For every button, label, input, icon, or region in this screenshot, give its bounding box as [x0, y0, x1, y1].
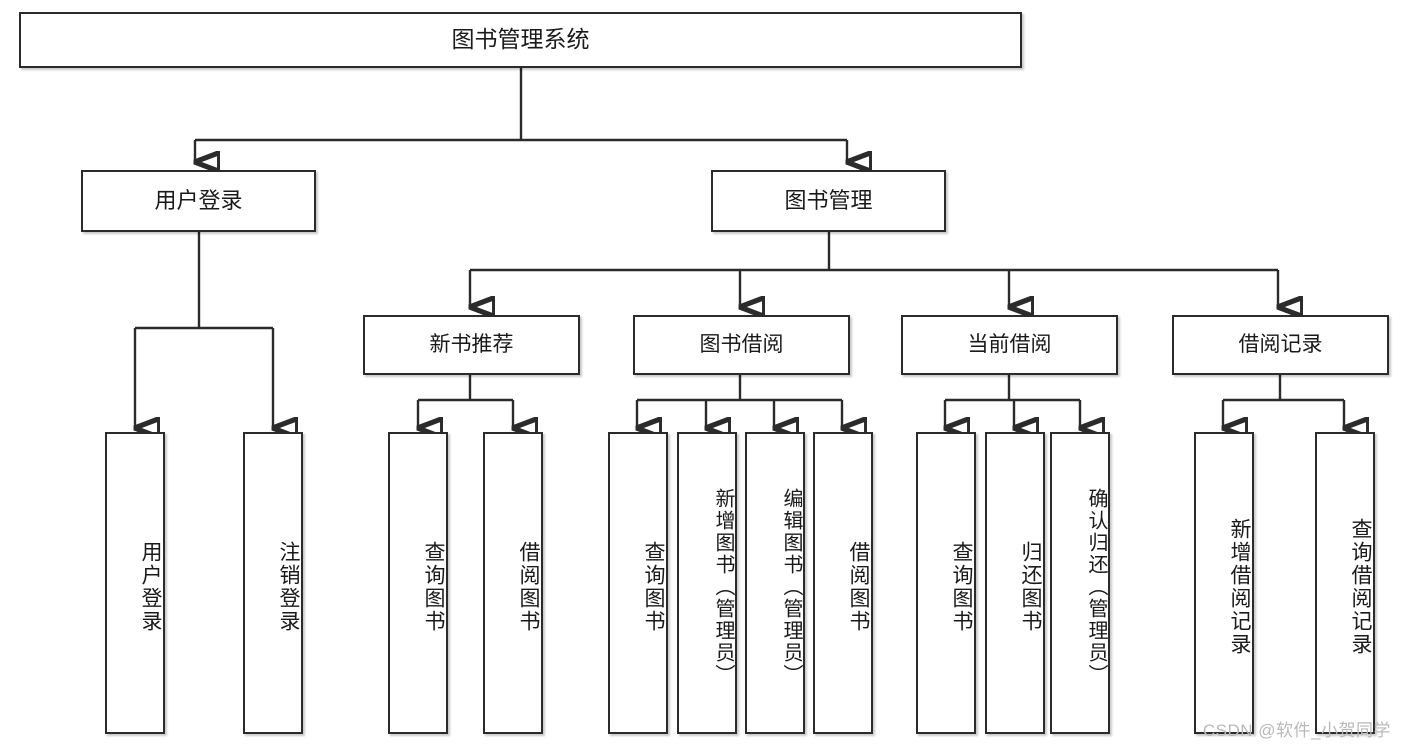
leaf-confirm-return-admin[interactable]: 确认归还（管理员） — [1050, 432, 1110, 734]
node-current-borrow[interactable]: 当前借阅 — [901, 315, 1118, 375]
leaf-add-book-admin[interactable]: 新增图书（管理员） — [677, 432, 737, 734]
node-book-borrow[interactable]: 图书借阅 — [633, 315, 850, 375]
leaf-query-book-current[interactable]: 查询图书 — [916, 432, 976, 734]
node-new-book-recommend[interactable]: 新书推荐 — [363, 315, 580, 375]
leaf-query-borrow-record[interactable]: 查询借阅记录 — [1315, 432, 1375, 734]
leaf-query-book-borrow[interactable]: 查询图书 — [608, 432, 668, 734]
leaf-return-book[interactable]: 归还图书 — [985, 432, 1045, 734]
leaf-edit-book-admin[interactable]: 编辑图书（管理员） — [745, 432, 805, 734]
node-root-system[interactable]: 图书管理系统 — [19, 12, 1022, 68]
leaf-logout-login[interactable]: 注销登录 — [243, 432, 303, 734]
node-borrow-record[interactable]: 借阅记录 — [1172, 315, 1389, 375]
leaf-user-login[interactable]: 用户登录 — [105, 432, 165, 734]
watermark-text: CSDN @软件_小贺同学 — [1202, 721, 1391, 740]
leaf-borrow-book-recommend[interactable]: 借阅图书 — [483, 432, 543, 734]
node-book-manage[interactable]: 图书管理 — [711, 170, 946, 232]
leaf-query-book-recommend[interactable]: 查询图书 — [388, 432, 448, 734]
leaf-add-borrow-record[interactable]: 新增借阅记录 — [1194, 432, 1254, 734]
leaf-borrow-book[interactable]: 借阅图书 — [813, 432, 873, 734]
node-user-login[interactable]: 用户登录 — [81, 170, 316, 232]
